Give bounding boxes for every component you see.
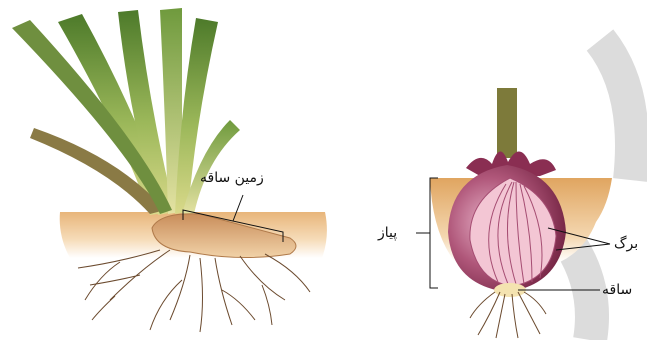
- label-stem: ساقه: [602, 283, 632, 297]
- label-onion: پیاز: [378, 226, 397, 240]
- label-rhizome: زمین ساقه: [200, 171, 264, 185]
- label-leaf: برگ: [614, 237, 638, 251]
- roots-right: [470, 292, 546, 338]
- stem-shoot: [497, 88, 517, 158]
- rhizome-plant: [12, 8, 327, 332]
- roots-left: [78, 250, 310, 332]
